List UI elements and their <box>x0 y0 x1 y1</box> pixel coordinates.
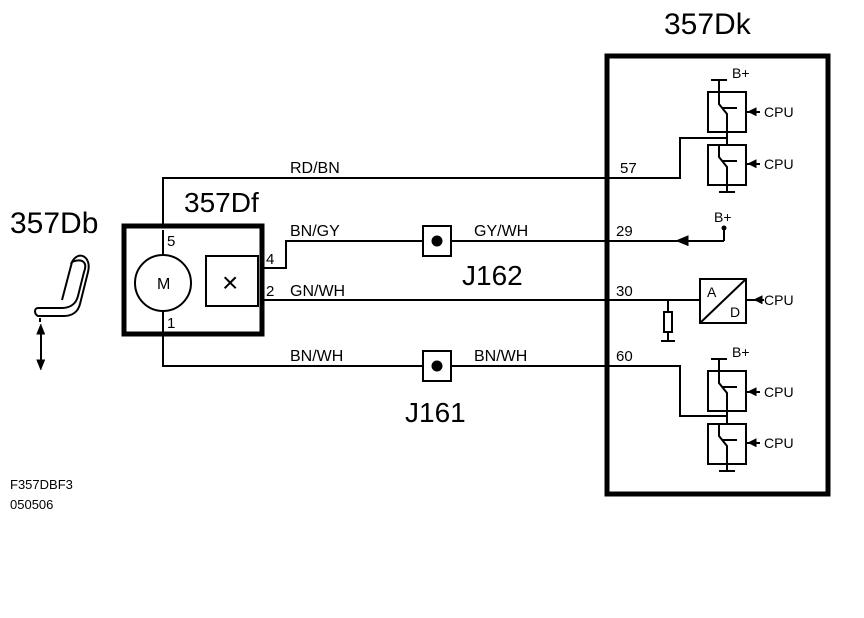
cpu-label-lower-2: CPU <box>764 435 794 451</box>
wire-bn-wh-left <box>162 311 423 367</box>
control-unit-label: 357Dk <box>664 8 752 41</box>
pin-label-ecu-57: 57 <box>620 160 637 177</box>
ad-converter-d: D <box>730 304 740 320</box>
motor-letter: M <box>157 276 170 293</box>
ad-converter-a: A <box>707 284 717 300</box>
pin-label-ecu-30: 30 <box>616 283 633 300</box>
pin-label-motor-1: 1 <box>167 315 175 332</box>
pin-label-motor-5: 5 <box>167 233 175 250</box>
motor-module-label: 357Df <box>184 187 259 218</box>
wire-label-bn-wh-left: BN/WH <box>290 348 343 365</box>
supply-29-label: B+ <box>714 209 732 225</box>
wire-label-bn-gy: BN/GY <box>290 223 340 240</box>
upper-switch-pair: B+ <box>707 65 760 193</box>
lower-switch-pair: B+ <box>707 344 760 472</box>
cpu-label-upper-2: CPU <box>764 156 794 172</box>
cpu-label-upper-1: CPU <box>764 104 794 120</box>
wire-label-gy-wh: GY/WH <box>474 223 528 240</box>
wire-29-arrow <box>675 235 689 246</box>
supply-top-label: B+ <box>732 65 750 81</box>
date-code: 050506 <box>10 497 53 512</box>
connector-j162-pin <box>431 235 443 247</box>
control-unit-box <box>604 53 831 497</box>
cpu-label-ad: CPU <box>764 292 794 308</box>
supply-bottom-label: B+ <box>732 344 750 360</box>
pin-label-sensor-2: 2 <box>266 283 274 300</box>
ad-cpu-arrow <box>753 295 763 304</box>
seat-label: 357Db <box>10 207 98 240</box>
motor-module-box <box>121 223 265 337</box>
pulldown-resistor <box>663 311 673 333</box>
pin-label-sensor-4: 4 <box>266 251 274 268</box>
wire-label-gn-wh: GN/WH <box>290 283 345 300</box>
reference-code: F357DBF3 <box>10 477 73 492</box>
supply-29-dot <box>721 225 727 231</box>
wire-bn-gy <box>262 240 423 269</box>
pin-label-ecu-60: 60 <box>616 348 633 365</box>
wire-label-bn-wh-right: BN/WH <box>474 348 527 365</box>
connector-j161-pin <box>431 360 443 372</box>
connector-j162-label: J162 <box>462 260 523 291</box>
sensor-symbol <box>205 255 259 307</box>
wire-rd-bn <box>162 137 728 226</box>
ad-converter-diagonal <box>699 278 747 324</box>
sensor-cross: × <box>222 267 238 298</box>
cpu-label-lower-1: CPU <box>764 384 794 400</box>
wire-label-rd-bn: RD/BN <box>290 160 340 177</box>
pin-label-ecu-29: 29 <box>616 223 633 240</box>
connector-j161-label: J161 <box>405 397 466 428</box>
seat-icon <box>34 254 90 371</box>
wire-bn-wh-right <box>451 365 728 417</box>
